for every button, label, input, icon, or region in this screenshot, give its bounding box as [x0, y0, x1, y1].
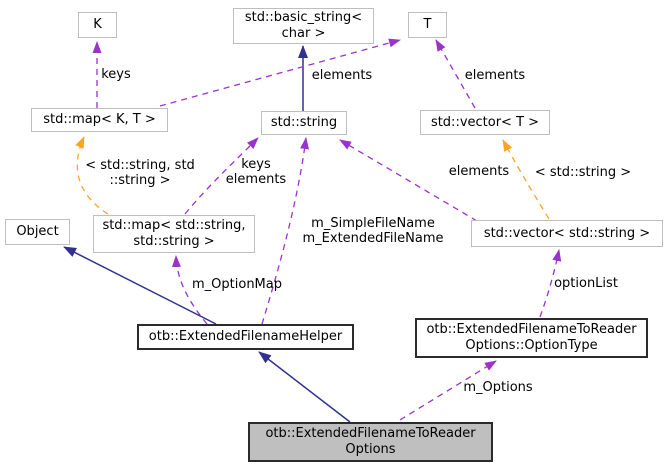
node-option-type-label-line2: Options::OptionType [465, 338, 598, 353]
node-t[interactable]: T [408, 12, 447, 38]
node-std-map-k-t[interactable]: std::map< K, T > [31, 108, 168, 132]
edge-map-ss-to-map-kt-template [75, 136, 109, 215]
edge-toreader-to-optiontype-options [399, 360, 497, 421]
node-t-label: T [423, 17, 432, 32]
node-std-vector-t[interactable]: std::vector< T > [420, 110, 550, 135]
edge-map-kt-to-t-elements [159, 38, 401, 107]
node-option-type-label-line1: otb::ExtendedFilenameToReader [426, 322, 637, 337]
node-std-string[interactable]: std::string [261, 111, 347, 135]
edge-helper-to-string-filenames [261, 137, 310, 325]
node-std-vector-string[interactable]: std::vector< std::string > [471, 220, 663, 247]
node-extended-filename-helper[interactable]: otb::ExtendedFilenameHelper [137, 324, 354, 350]
node-std-basic-string[interactable]: std::basic_string< char > [233, 8, 374, 44]
node-std-basic-string-label-line1: std::basic_string< [244, 10, 363, 25]
node-std-vector-string-label: std::vector< std::string > [483, 225, 651, 241]
edge-label-option-map: m_OptionMap [192, 277, 282, 292]
node-k-label: K [93, 17, 102, 32]
node-std-string-label: std::string [270, 115, 338, 130]
edge-map-ss-to-string-keys-elements [184, 137, 259, 215]
edge-label-template-map: < std::string, std ::string > [85, 158, 195, 188]
edge-vector-t-to-t-elements [435, 39, 476, 109]
edge-label-keys: keys [101, 67, 131, 82]
node-option-type[interactable]: otb::ExtendedFilenameToReader Options::O… [415, 318, 648, 358]
edge-toreader-to-helper [258, 351, 351, 423]
edge-helper-to-object [63, 246, 217, 325]
edge-helper-to-map-ss-optionmap [171, 255, 208, 325]
edge-label-elements-vector-t: elements [464, 68, 526, 83]
node-extended-filename-to-reader-options-label-line1: otb::ExtendedFilenameToReader [265, 426, 476, 441]
node-std-map-k-t-label: std::map< K, T > [43, 112, 156, 127]
node-object-label: Object [16, 224, 59, 239]
node-std-map-string-string[interactable]: std::map< std::string, std::string > [93, 215, 255, 253]
edge-label-option-list: optionList [554, 276, 618, 291]
edge-label-elements-map-t: elements [311, 68, 373, 83]
node-object[interactable]: Object [5, 219, 70, 245]
edge-optiontype-to-vector-ss-optionlist [539, 249, 562, 318]
node-extended-filename-to-reader-options-label-line2: Options [345, 442, 396, 457]
edge-label-template-vector: < std::string > [534, 165, 632, 180]
node-extended-filename-to-reader-options[interactable]: otb::ExtendedFilenameToReader Options [248, 422, 493, 462]
edge-label-options: m_Options [463, 380, 533, 395]
node-std-map-string-string-label-line1: std::map< std::string, [102, 218, 246, 233]
edge-label-file-names: m_SimpleFileName m_ExtendedFileName [302, 216, 444, 246]
edge-vector-ss-to-string-elements [339, 139, 478, 222]
node-k[interactable]: K [78, 12, 117, 38]
edge-label-keys-elements: keys elements [225, 157, 287, 187]
node-std-basic-string-label-line2: char > [281, 26, 326, 41]
edge-label-elements-vector-string: elements [448, 164, 510, 179]
node-std-map-string-string-label-line2: std::string > [133, 234, 215, 249]
node-std-vector-t-label: std::vector< T > [430, 114, 540, 130]
node-extended-filename-helper-label: otb::ExtendedFilenameHelper [148, 329, 343, 344]
